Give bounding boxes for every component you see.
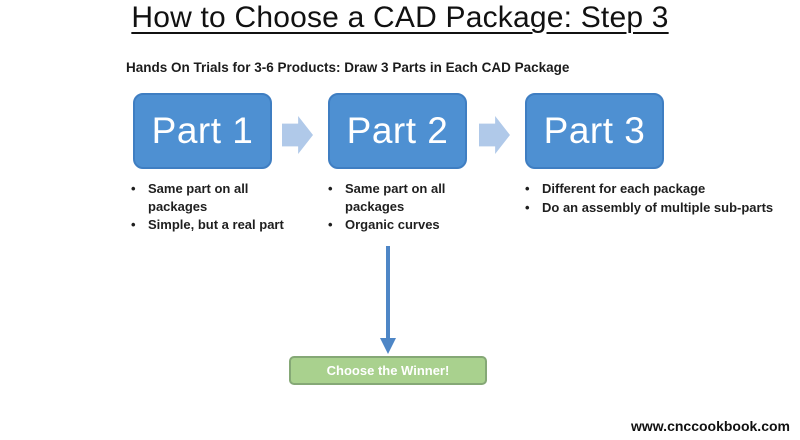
right-arrow-icon <box>282 116 313 154</box>
bullet-list-part-1: Same part on all packages Simple, but a … <box>128 180 288 235</box>
down-arrow-icon <box>380 246 396 354</box>
page-title: How to Choose a CAD Package: Step 3 <box>131 1 669 34</box>
bullet-item: Different for each package <box>522 180 782 198</box>
bullet-item: Simple, but a real part <box>128 216 288 234</box>
step-box-part-2: Part 2 <box>328 93 467 169</box>
website-url: www.cnccookbook.com <box>631 418 790 434</box>
step-box-label: Part 3 <box>543 110 646 151</box>
winner-label: Choose the Winner! <box>326 363 450 378</box>
step-box-part-3: Part 3 <box>525 93 664 169</box>
bullet-item: Same part on all packages <box>128 180 288 215</box>
subtitle: Hands On Trials for 3-6 Products: Draw 3… <box>126 60 570 75</box>
bullet-item: Same part on all packages <box>325 180 485 215</box>
bullet-list-part-3: Different for each package Do an assembl… <box>522 180 782 217</box>
step-box-label: Part 2 <box>346 110 449 151</box>
bullet-item: Organic curves <box>325 216 485 234</box>
right-arrow-icon <box>479 116 510 154</box>
step-box-part-1: Part 1 <box>133 93 272 169</box>
winner-box: Choose the Winner! <box>289 356 487 385</box>
bullet-item: Do an assembly of multiple sub-parts <box>522 199 782 217</box>
bullet-list-part-2: Same part on all packages Organic curves <box>325 180 485 235</box>
step-box-label: Part 1 <box>151 110 254 151</box>
